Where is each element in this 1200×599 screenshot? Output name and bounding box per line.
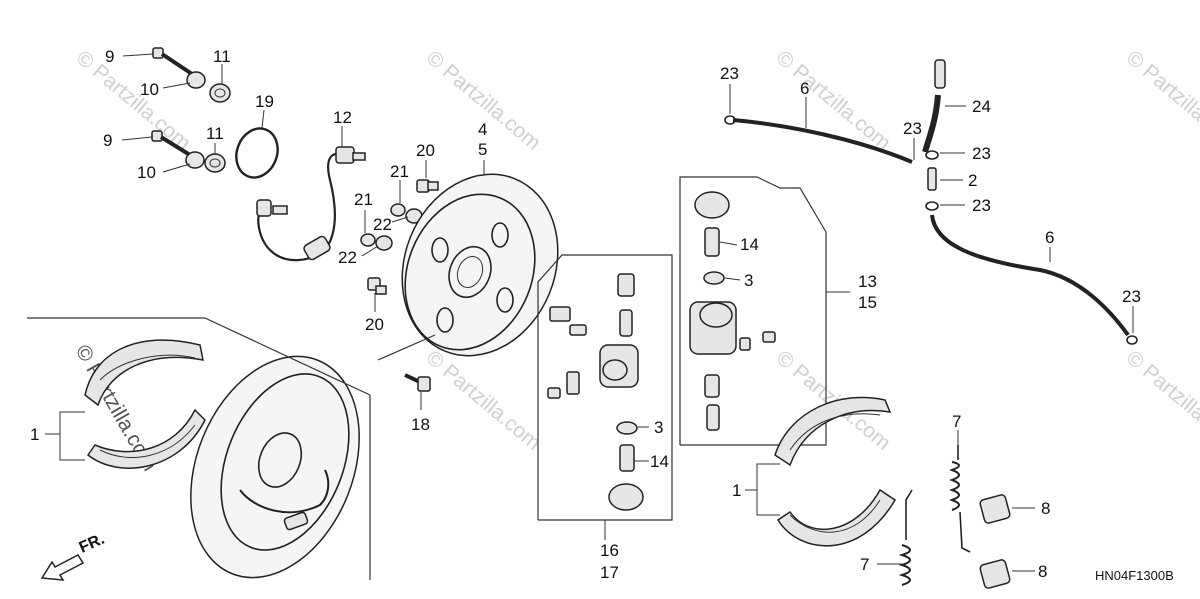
boundary-line xyxy=(204,317,371,396)
callout-24: 24 xyxy=(972,97,991,116)
brake-shoe-set-right xyxy=(774,396,897,547)
callout-23: 23 xyxy=(972,196,991,215)
spring-upper xyxy=(949,445,971,553)
boundary-line xyxy=(377,334,436,361)
o-ring xyxy=(235,127,279,179)
breather-tube-24 xyxy=(922,59,946,153)
callout-20: 20 xyxy=(416,141,435,160)
callout-11: 11 xyxy=(206,124,224,143)
callout-11: 11 xyxy=(213,47,231,66)
breather-hose-upper xyxy=(724,115,913,164)
callout-9: 9 xyxy=(105,47,114,66)
callout-22: 22 xyxy=(373,215,392,234)
wheel-cylinder-parts-upper xyxy=(689,191,776,431)
callout-7: 7 xyxy=(860,555,869,574)
bolt-20-upper xyxy=(416,179,439,193)
wheel-cylinder-box xyxy=(537,254,673,521)
brake-pipe xyxy=(256,146,366,262)
spring-lower xyxy=(898,489,913,586)
front-arrow-label: FR. xyxy=(77,531,107,557)
callout-7: 7 xyxy=(952,412,961,431)
callout-22: 22 xyxy=(338,248,357,267)
brake-shoe-set-left xyxy=(84,339,206,469)
brake-panel-upper xyxy=(401,173,559,357)
leader-lines xyxy=(45,53,1134,572)
callout-19: 19 xyxy=(255,92,274,111)
callouts: 9 11 10 19 12 9 11 10 20 21 21 22 22 20 … xyxy=(30,47,1174,583)
callout-5: 5 xyxy=(478,140,487,159)
breather-hose-lower xyxy=(930,214,1138,345)
joint-2 xyxy=(925,150,939,211)
watermark: © Partzilla.com xyxy=(1122,346,1200,455)
callout-23: 23 xyxy=(1122,287,1141,306)
watermark: © Partzilla.com xyxy=(1122,46,1200,155)
clip-upper xyxy=(979,494,1011,524)
callout-14: 14 xyxy=(740,235,759,254)
callout-10: 10 xyxy=(140,80,159,99)
callout-3: 3 xyxy=(654,418,663,437)
callout-8: 8 xyxy=(1038,562,1047,581)
callout-9: 9 xyxy=(103,131,112,150)
callout-15: 15 xyxy=(858,293,877,312)
watermark: © Partzilla.com xyxy=(422,346,545,455)
callout-17: 17 xyxy=(600,563,619,582)
callout-23: 23 xyxy=(903,119,922,138)
callout-6: 6 xyxy=(1045,228,1054,247)
callout-13: 13 xyxy=(858,272,877,291)
callout-18: 18 xyxy=(411,415,430,434)
nut-21-22-lower xyxy=(360,233,393,251)
bleeder-screw-upper xyxy=(152,47,231,103)
callout-16: 16 xyxy=(600,541,619,560)
callout-21: 21 xyxy=(390,162,409,181)
callout-2: 2 xyxy=(968,171,977,190)
bolt-18 xyxy=(404,373,431,392)
callout-1: 1 xyxy=(30,425,39,444)
callout-1: 1 xyxy=(732,481,741,500)
callout-20: 20 xyxy=(365,315,384,334)
front-direction-indicator: FR. xyxy=(40,531,107,581)
callout-14: 14 xyxy=(650,452,669,471)
callout-23: 23 xyxy=(720,64,739,83)
diagram-code: HN04F1300B xyxy=(1095,568,1174,583)
callout-10: 10 xyxy=(137,163,156,182)
callout-8: 8 xyxy=(1041,499,1050,518)
callout-21: 21 xyxy=(354,190,373,209)
callout-12: 12 xyxy=(333,108,352,127)
wheel-cylinder-parts-lower xyxy=(547,273,644,511)
callout-6: 6 xyxy=(800,79,809,98)
nut-21-22-upper xyxy=(390,203,423,224)
callout-3: 3 xyxy=(744,271,753,290)
callout-4: 4 xyxy=(478,120,487,139)
bolt-20-lower xyxy=(367,277,387,295)
brake-drum-assembly-left xyxy=(190,355,360,579)
callout-23: 23 xyxy=(972,144,991,163)
clip-lower xyxy=(979,559,1011,589)
